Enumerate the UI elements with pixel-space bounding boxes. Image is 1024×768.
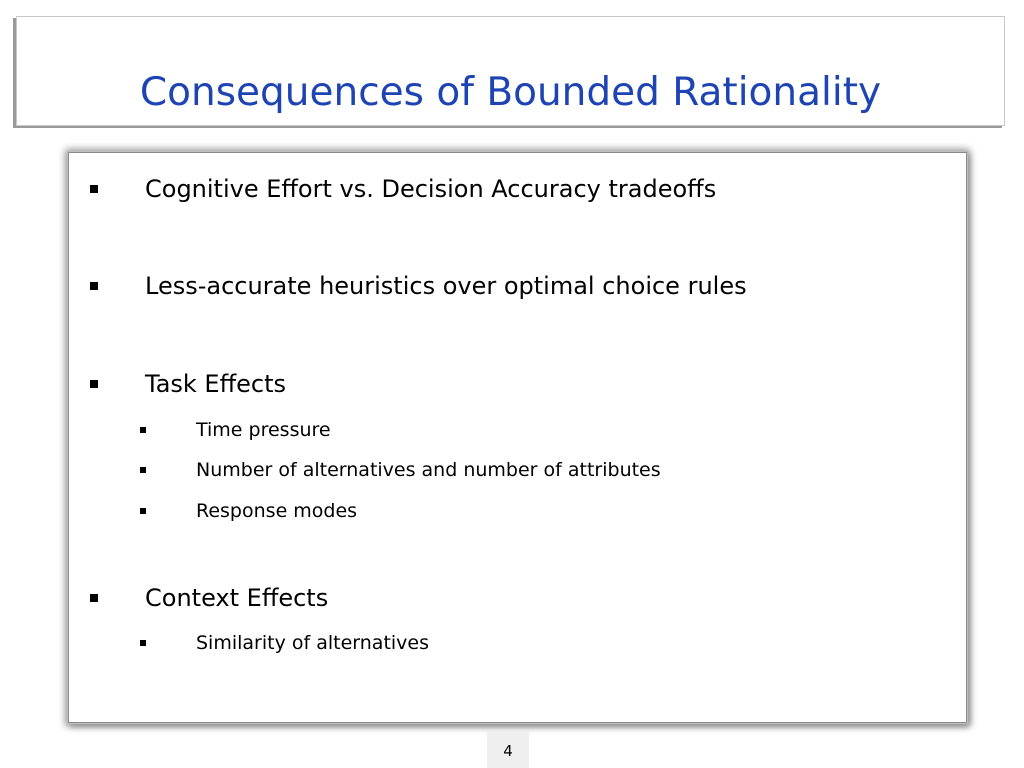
page-number: 4	[503, 742, 513, 760]
square-bullet-icon	[90, 380, 98, 388]
bullet-text: Task Effects	[145, 370, 286, 398]
square-bullet-icon	[90, 185, 98, 193]
square-bullet-icon	[140, 640, 146, 646]
sub-bullet-text: Similarity of alternatives	[196, 632, 430, 654]
title-box: Consequences of Bounded Rationality	[16, 16, 1005, 126]
sub-bullet-text: Number of alternatives and number of att…	[196, 459, 661, 481]
square-bullet-icon	[140, 508, 146, 514]
page-number-box: 4	[487, 731, 529, 768]
bullet-text: Less-accurate heuristics over optimal ch…	[145, 272, 747, 300]
slide-title: Consequences of Bounded Rationality	[139, 70, 882, 115]
square-bullet-icon	[90, 594, 98, 602]
content-box	[68, 152, 967, 723]
sub-bullet-text: Response modes	[196, 500, 358, 522]
square-bullet-icon	[90, 282, 98, 290]
square-bullet-icon	[140, 467, 146, 473]
bullet-text: Cognitive Effort vs. Decision Accuracy t…	[145, 175, 717, 203]
bullet-text: Context Effects	[145, 584, 329, 612]
square-bullet-icon	[140, 427, 146, 433]
sub-bullet-text: Time pressure	[196, 419, 331, 441]
